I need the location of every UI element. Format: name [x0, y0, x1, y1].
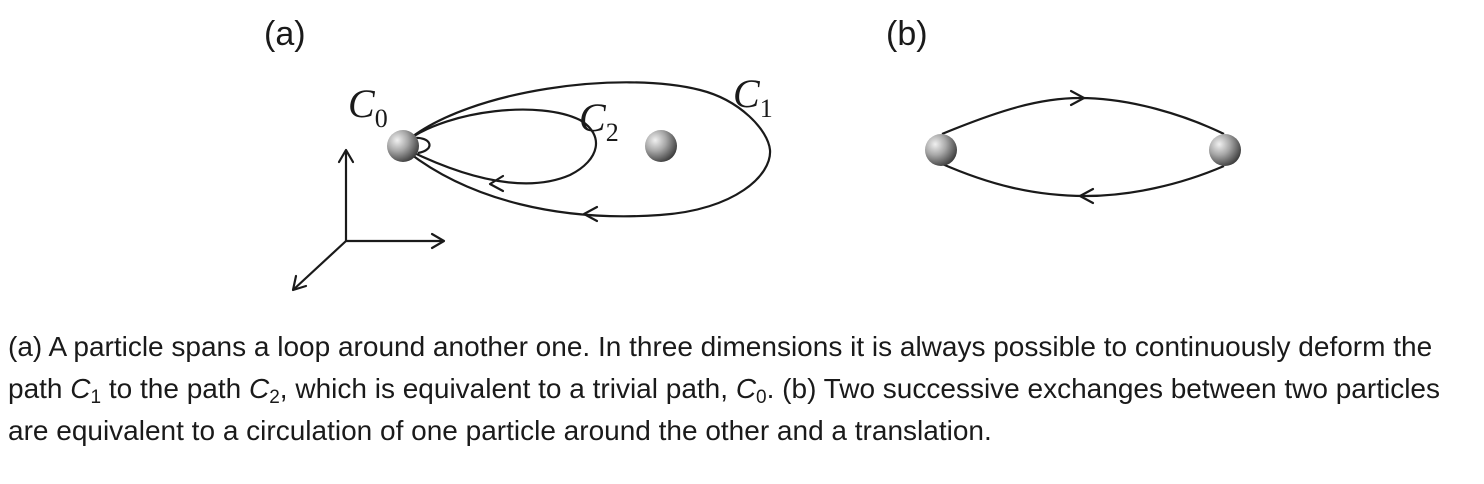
- path-c1-arrow: [582, 205, 599, 223]
- panel-a: C0 C2 C1: [291, 71, 773, 292]
- particle-b-left: [925, 134, 957, 166]
- particle-right: [645, 130, 677, 162]
- particle-left: [387, 130, 419, 162]
- label-c0: C0: [348, 81, 388, 133]
- label-c2: C2: [579, 95, 619, 147]
- panel-b: [925, 89, 1241, 205]
- exchange-path-bottom: [939, 161, 1225, 198]
- exchange-path-top: [941, 96, 1225, 136]
- exchange-diagram: (a) (b) C0 C2 C1: [264, 15, 1241, 292]
- figure-caption: (a) A particle spans a loop around anoth…: [8, 331, 1440, 446]
- particle-b-right: [1209, 134, 1241, 166]
- panel-b-label: (b): [886, 15, 928, 53]
- path-c2-arrow: [488, 174, 505, 193]
- exchange-path-bottom-arrow: [1078, 187, 1095, 205]
- coordinate-axes: [291, 148, 446, 292]
- panel-a-label: (a): [264, 15, 306, 53]
- exchange-path-top-arrow: [1069, 89, 1086, 107]
- label-c1: C1: [733, 71, 773, 123]
- path-c2: [407, 108, 598, 185]
- path-c1: [407, 81, 772, 218]
